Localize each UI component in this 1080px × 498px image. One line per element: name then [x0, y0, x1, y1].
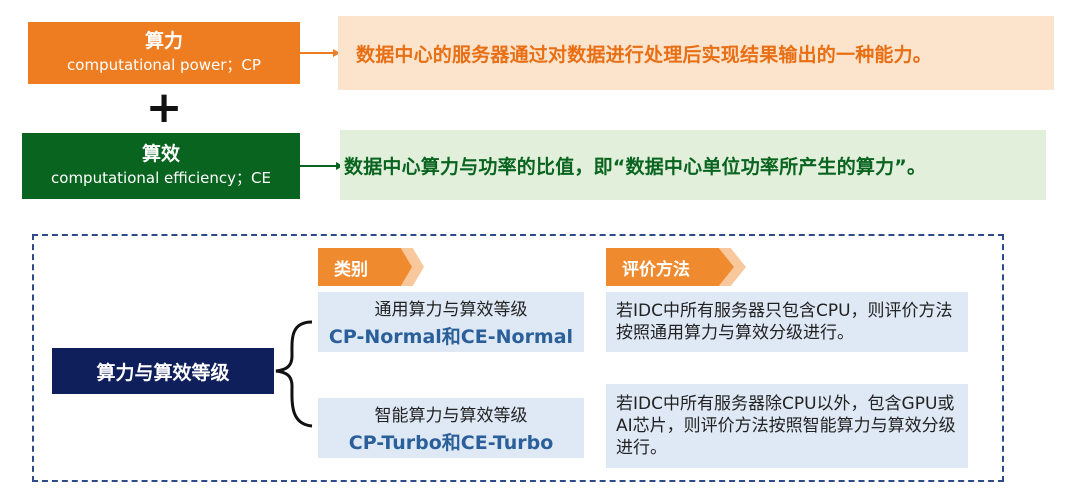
ce-term-title: 算效 — [141, 143, 180, 166]
ce-arrow — [300, 162, 343, 170]
evaluation-cell-normal: 若IDC中所有服务器只包含CPU，则评价方法按照通用算力与算效分级进行。 — [606, 292, 968, 352]
ce-term-box: 算效 computational efficiency；CE — [22, 133, 300, 199]
grading-brace — [275, 320, 313, 428]
cp-definition: 数据中心的服务器通过对数据进行处理后实现结果输出的一种能力。 — [338, 16, 1054, 90]
ce-term-subtitle: computational efficiency；CE — [51, 169, 271, 188]
evaluation-header-label: 评价方法 — [622, 259, 690, 280]
category-header-label: 类别 — [334, 259, 368, 280]
grading-frame — [32, 234, 1004, 482]
evaluation-cell-turbo: 若IDC中所有服务器除CPU以外，包含GPU或AI芯片，则评价方法按照智能算力与… — [606, 384, 968, 468]
cp-definition-text: 数据中心的服务器通过对数据进行处理后实现结果输出的一种能力。 — [356, 43, 933, 66]
grading-title-box: 算力与算效等级 — [52, 348, 274, 394]
category-code: CP-Turbo和CE-Turbo — [348, 432, 554, 454]
category-name: 通用算力与算效等级 — [374, 300, 528, 320]
evaluation-header: 评价方法 — [606, 248, 734, 286]
ce-definition-text: 数据中心算力与功率的比值，即“数据中心单位功率所产生的算力”。 — [344, 155, 927, 178]
ce-definition: 数据中心算力与功率的比值，即“数据中心单位功率所产生的算力”。 — [340, 130, 1046, 200]
category-header: 类别 — [318, 248, 412, 286]
cp-arrow — [300, 49, 340, 57]
category-code: CP-Normal和CE-Normal — [328, 326, 574, 348]
grading-title: 算力与算效等级 — [96, 361, 230, 384]
cp-term-box: 算力 computational power；CP — [28, 22, 300, 84]
plus-sign: + — [145, 82, 183, 133]
category-name: 智能算力与算效等级 — [374, 406, 528, 426]
evaluation-text: 若IDC中所有服务器只包含CPU，则评价方法按照通用算力与算效分级进行。 — [616, 300, 953, 343]
evaluation-text: 若IDC中所有服务器除CPU以外，包含GPU或AI芯片，则评价方法按照智能算力与… — [616, 393, 956, 459]
category-cell-turbo: 智能算力与算效等级 CP-Turbo和CE-Turbo — [318, 398, 584, 458]
cp-term-subtitle: computational power；CP — [67, 56, 261, 75]
cp-term-title: 算力 — [144, 30, 183, 53]
category-cell-normal: 通用算力与算效等级 CP-Normal和CE-Normal — [318, 292, 584, 352]
